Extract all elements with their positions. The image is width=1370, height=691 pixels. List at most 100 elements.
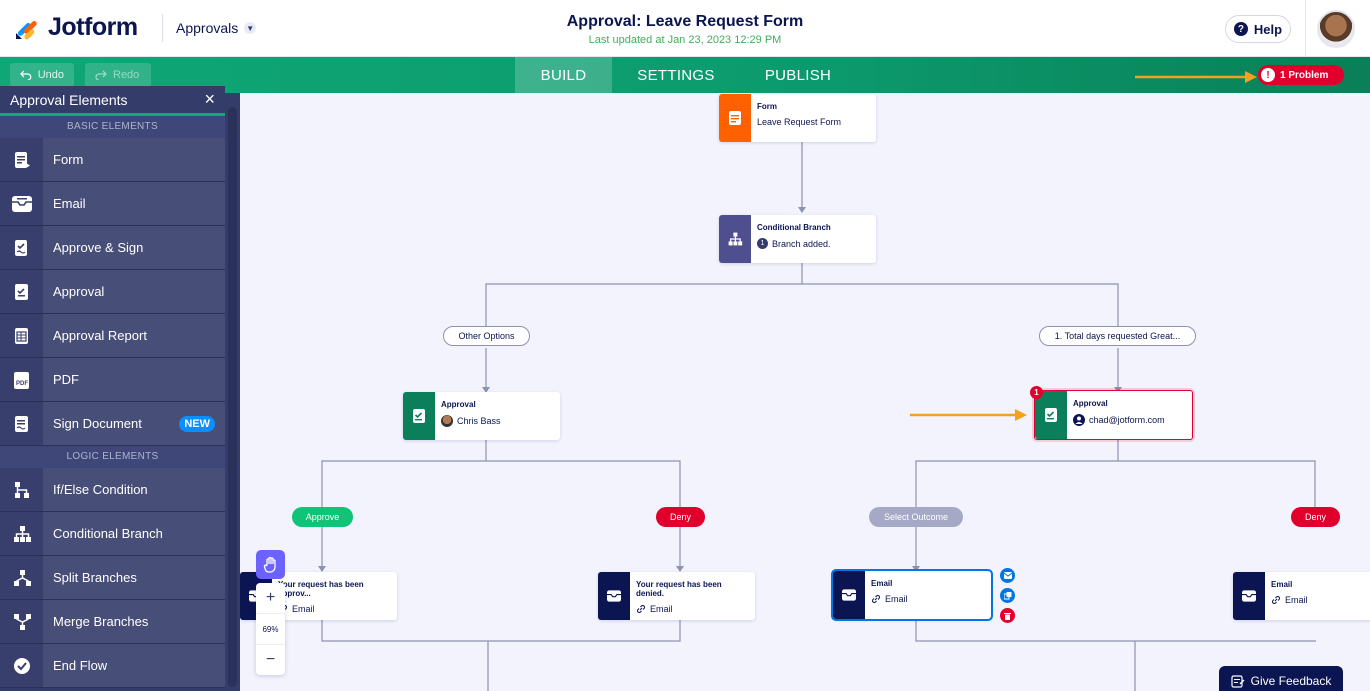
node-detail: Email: [871, 594, 908, 604]
condition-pill-total-days[interactable]: 1. Total days requested Great...: [1039, 326, 1196, 346]
node-type: Approval: [441, 400, 476, 409]
sidebar-item-label: Merge Branches: [53, 614, 149, 629]
sidebar-item-conditional-branch[interactable]: Conditional Branch: [0, 512, 225, 556]
hand-icon: [263, 556, 276, 573]
sidebar-item-approval[interactable]: Approval: [0, 270, 225, 314]
email-icon: [0, 182, 43, 225]
merge-branches-icon: [0, 600, 43, 643]
node-type: Form: [757, 102, 777, 111]
split-branches-icon: [0, 556, 43, 599]
user-avatar[interactable]: [1317, 10, 1355, 48]
form-node[interactable]: Form Leave Request Form: [719, 94, 876, 142]
node-type: Your request has been denied.: [636, 580, 722, 598]
if-else-icon: [0, 468, 43, 511]
branch-count-badge: 1: [757, 238, 768, 249]
panel-scrollbar[interactable]: [225, 93, 240, 691]
node-duplicate-button[interactable]: [1000, 588, 1015, 603]
email-detail: Email: [885, 594, 908, 604]
error-count-badge: 1: [1030, 386, 1043, 399]
sidebar-item-email[interactable]: Email: [0, 182, 225, 226]
tab-build[interactable]: BUILD: [515, 57, 612, 93]
approval-node-right[interactable]: 1 Approval chad@jotform.com: [1030, 386, 1193, 440]
sidebar-item-if-else[interactable]: If/Else Condition: [0, 468, 225, 512]
undo-icon: [20, 70, 32, 80]
node-type: Email: [871, 579, 893, 588]
node-type: Conditional Branch: [757, 223, 831, 232]
logo-text: Jotform: [48, 13, 138, 41]
outcome-pill-deny-right[interactable]: Deny: [1291, 507, 1340, 527]
zoom-in-button[interactable]: +: [265, 589, 276, 606]
link-icon: [872, 595, 880, 603]
sidebar-item-pdf[interactable]: PDF PDF: [0, 358, 225, 402]
sidebar-item-end-flow[interactable]: End Flow: [0, 644, 225, 688]
redo-icon: [95, 70, 107, 80]
redo-button[interactable]: Redo: [85, 63, 151, 87]
sidebar-item-sign-document[interactable]: Sign Document NEW: [0, 402, 225, 446]
give-feedback-button[interactable]: Give Feedback: [1219, 666, 1343, 691]
tab-publish[interactable]: PUBLISH: [764, 66, 832, 84]
node-type: Email: [1271, 580, 1293, 589]
approvals-dropdown-label: Approvals: [176, 20, 239, 36]
sidebar-item-merge-branches[interactable]: Merge Branches: [0, 600, 225, 644]
node-delete-button[interactable]: [1000, 608, 1015, 623]
problem-button[interactable]: ! 1 Problem: [1258, 65, 1344, 85]
flow-canvas[interactable]: Form Leave Request Form Conditional Bran…: [240, 93, 1370, 691]
envelope-icon: [1003, 572, 1012, 579]
sidebar-item-label: Split Branches: [53, 570, 137, 585]
sidebar-item-label: Approval Report: [53, 328, 147, 343]
redo-label: Redo: [113, 69, 140, 81]
problem-label: 1 Problem: [1280, 69, 1329, 81]
link-icon: [637, 605, 645, 613]
node-detail: Email: [278, 604, 391, 614]
scrollbar-thumb[interactable]: [228, 107, 237, 687]
zoom-out-button[interactable]: −: [265, 651, 276, 668]
conditional-branch-node[interactable]: Conditional Branch 1 Branch added.: [719, 215, 876, 263]
zoom-controls: + 69% −: [256, 583, 285, 675]
node-detail: Chris Bass: [441, 415, 501, 427]
approvals-dropdown[interactable]: Approvals ▼: [176, 20, 257, 36]
jotform-logo[interactable]: Jotform: [14, 13, 138, 42]
node-detail: Email: [636, 604, 749, 614]
node-email-action-button[interactable]: [1000, 568, 1015, 583]
node-detail: chad@jotform.com: [1073, 414, 1165, 426]
tab-settings[interactable]: SETTINGS: [637, 66, 715, 84]
outcome-pill-select[interactable]: Select Outcome: [869, 507, 963, 527]
svg-text:PDF: PDF: [16, 381, 28, 387]
email-node-denied[interactable]: Your request has been denied. Email: [598, 572, 755, 620]
pdf-icon: PDF: [0, 358, 43, 401]
sidebar-item-form[interactable]: Form: [0, 138, 225, 182]
node-detail: Leave Request Form: [757, 117, 842, 127]
email-detail: Email: [1285, 595, 1308, 605]
close-icon[interactable]: ×: [204, 89, 215, 109]
sidebar-item-approve-sign[interactable]: Approve & Sign: [0, 226, 225, 270]
undo-button[interactable]: Undo: [10, 63, 74, 87]
approval-node-left[interactable]: Approval Chris Bass: [403, 392, 560, 440]
email-icon: [833, 571, 865, 619]
help-button[interactable]: ? Help: [1225, 15, 1291, 43]
builder-toolbar: Undo Redo BUILD SETTINGS PUBLISH ! 1 Pro…: [0, 57, 1370, 93]
avatar-divider: [1305, 0, 1306, 57]
sidebar-item-label: Approve & Sign: [53, 240, 144, 255]
approval-icon: [1035, 391, 1067, 439]
header-divider: [162, 14, 163, 42]
annotation-arrow-approval: [910, 409, 1027, 421]
email-node-selected[interactable]: Email Email: [831, 569, 993, 621]
zoom-level: 69%: [256, 613, 285, 645]
approval-icon: [403, 392, 435, 440]
approval-elements-panel: Approval Elements × BASIC ELEMENTS Form …: [0, 86, 225, 691]
sidebar-item-split-branches[interactable]: Split Branches: [0, 556, 225, 600]
user-icon: [1073, 414, 1085, 426]
sidebar-item-approval-report[interactable]: Approval Report: [0, 314, 225, 358]
panel-title: Approval Elements: [10, 91, 128, 108]
email-node-deny-right[interactable]: Email Email: [1233, 572, 1370, 620]
pan-tool-button[interactable]: [256, 550, 285, 579]
form-icon: [719, 94, 751, 142]
outcome-pill-approve[interactable]: Approve: [292, 507, 353, 527]
node-detail: Email: [1271, 595, 1308, 605]
condition-pill-other-options[interactable]: Other Options: [443, 326, 530, 346]
node-detail: 1 Branch added.: [757, 238, 831, 249]
assignee-name: Chris Bass: [457, 416, 501, 426]
email-detail: Email: [650, 604, 673, 614]
email-icon: [598, 572, 630, 620]
outcome-pill-deny-left[interactable]: Deny: [656, 507, 705, 527]
